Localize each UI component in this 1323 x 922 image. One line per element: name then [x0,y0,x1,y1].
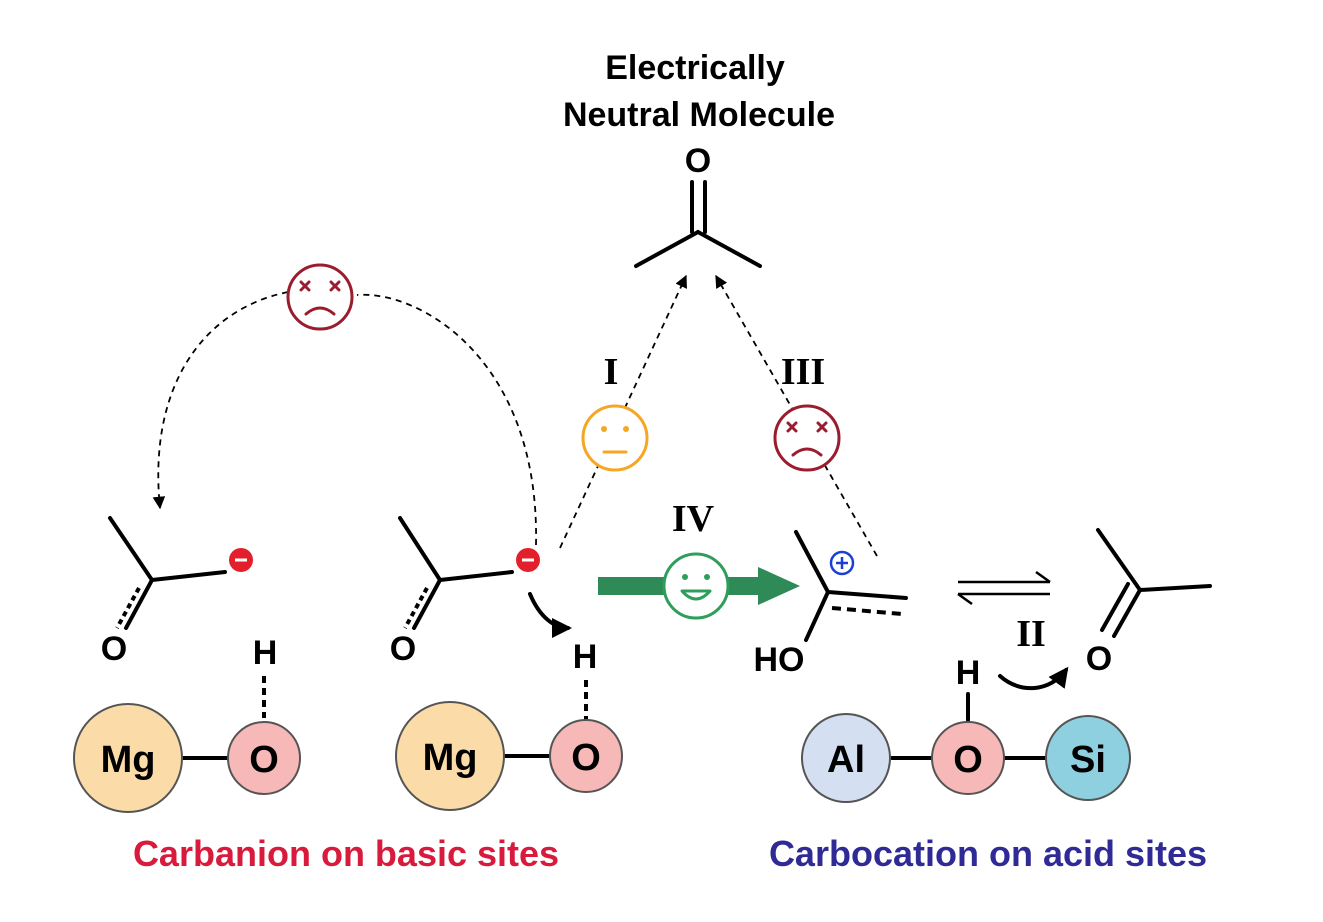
o-label-1: O [249,739,279,781]
enolate-middle-oxygen: O [390,630,416,668]
si-atom [1045,715,1131,801]
basic-site-2: Mg O [395,701,623,811]
caption-basic-sites: Carbanion on basic sites [133,833,559,874]
o-atom-3 [931,721,1005,795]
enolate-left-oxygen: O [101,630,127,668]
al-atom [801,713,891,803]
pathway-III-label: III [781,351,825,393]
site1-hydrogen: H [253,634,278,672]
acetone-right-oxygen: O [1086,640,1112,678]
basic-site-1: Mg O [73,703,301,813]
mg-atom-1 [73,703,183,813]
o-atom-1 [227,721,301,795]
title-line-2: Neutral Molecule [563,96,835,134]
proton-to-ketone-arrow [998,666,1069,690]
neutral-face-icon [581,404,649,472]
pathway-I-arrow [559,274,687,549]
si-label: Si [1070,739,1106,781]
acetone-right: O [1086,528,1212,678]
pathway-III-arrow [715,274,878,557]
caption-acid-sites: Carbocation on acid sites [769,833,1207,874]
enolate-left: O [101,516,253,668]
o-label-2: O [571,737,601,779]
acetone-top-oxygen: O [685,142,711,180]
acid-site: Al O Si [801,713,1131,803]
pathway-IV-label: IV [672,498,715,540]
equilibrium-arrows [957,570,1051,606]
enolate-middle: O [390,516,572,668]
pathway-II-label: II [1016,613,1046,655]
o-label-3: O [953,739,983,781]
title-line-1: Electrically [605,49,785,87]
dashed-curve-left-part [152,291,289,510]
acetone-top: O [634,142,762,268]
mg-atom-2 [395,701,505,811]
dead-face-icon [286,263,354,331]
proton-transfer-arrow [528,592,572,638]
pathway-I-label: I [604,351,619,393]
mg-label-1: Mg [101,739,156,781]
acid-site-hydrogen: H [956,654,981,692]
mg-label-2: Mg [423,737,478,779]
carbocation-hydroxyl: HO [754,641,805,679]
o-atom-2 [549,719,623,793]
happy-face-icon [662,552,730,620]
carbocation: HO [754,530,908,679]
al-label: Al [827,739,865,781]
site2-hydrogen: H [573,638,598,676]
dashed-curve-right-part [356,293,537,546]
dead-face-icon [773,404,841,472]
